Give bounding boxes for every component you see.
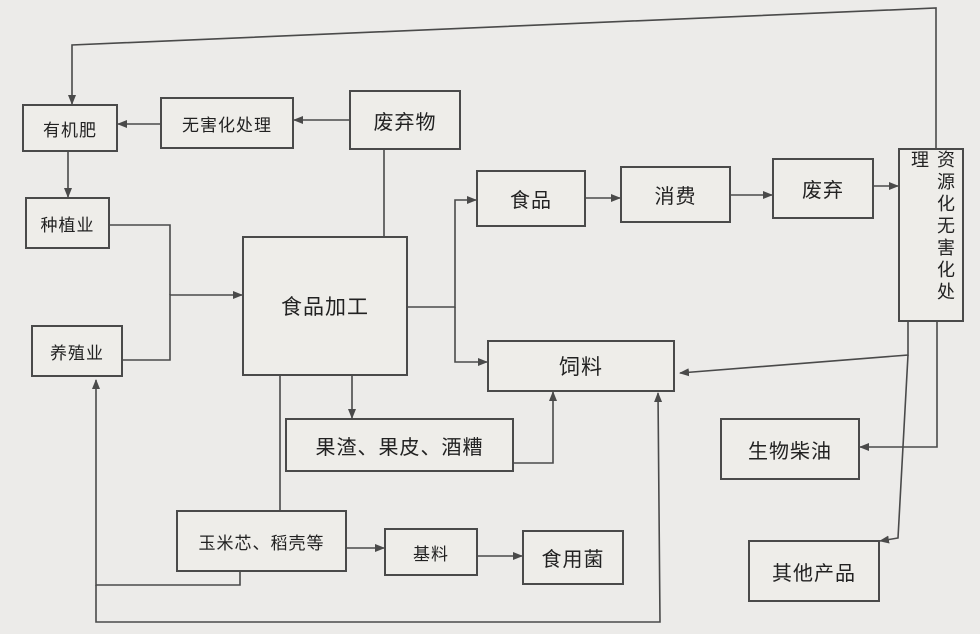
node-feed: 饲料 <box>487 340 675 392</box>
connector-processing-to-food <box>408 196 477 308</box>
node-other-products: 其他产品 <box>748 540 880 602</box>
node-biodiesel: 生物柴油 <box>720 418 860 480</box>
node-harmless-treatment: 无害化处理 <box>160 97 294 149</box>
node-waste: 废弃物 <box>349 90 461 150</box>
node-consumption: 消费 <box>620 166 731 223</box>
node-mushroom: 食用菌 <box>522 530 624 585</box>
connector-processing-to-feed <box>454 307 488 366</box>
connector-planting-to-processing <box>110 224 171 295</box>
node-residues: 果渣、果皮、酒糟 <box>285 418 514 472</box>
connector-treatment-to-biodiesel <box>859 322 938 451</box>
node-corncob: 玉米芯、稻壳等 <box>176 510 347 572</box>
connector-treatment-to-other <box>879 354 909 544</box>
node-breeding: 养殖业 <box>31 325 123 377</box>
node-organic-fertilizer: 有机肥 <box>22 104 118 152</box>
connector-loop-to-breeding <box>92 379 241 586</box>
node-food: 食品 <box>476 170 586 227</box>
node-discard: 废弃 <box>772 158 874 219</box>
connector-loop-to-feed <box>95 392 663 623</box>
node-substrate: 基料 <box>384 528 478 576</box>
connector-breeding-to-processing <box>123 291 243 361</box>
connector-treatment-to-feed <box>679 322 909 377</box>
node-food-processing: 食品加工 <box>242 236 408 376</box>
node-resource-treatment: 资源化无害化处理 <box>898 148 964 322</box>
connector-treatment-to-fertilizer <box>68 7 937 148</box>
connector-residues-to-feed <box>514 391 557 464</box>
node-planting: 种植业 <box>25 197 110 249</box>
